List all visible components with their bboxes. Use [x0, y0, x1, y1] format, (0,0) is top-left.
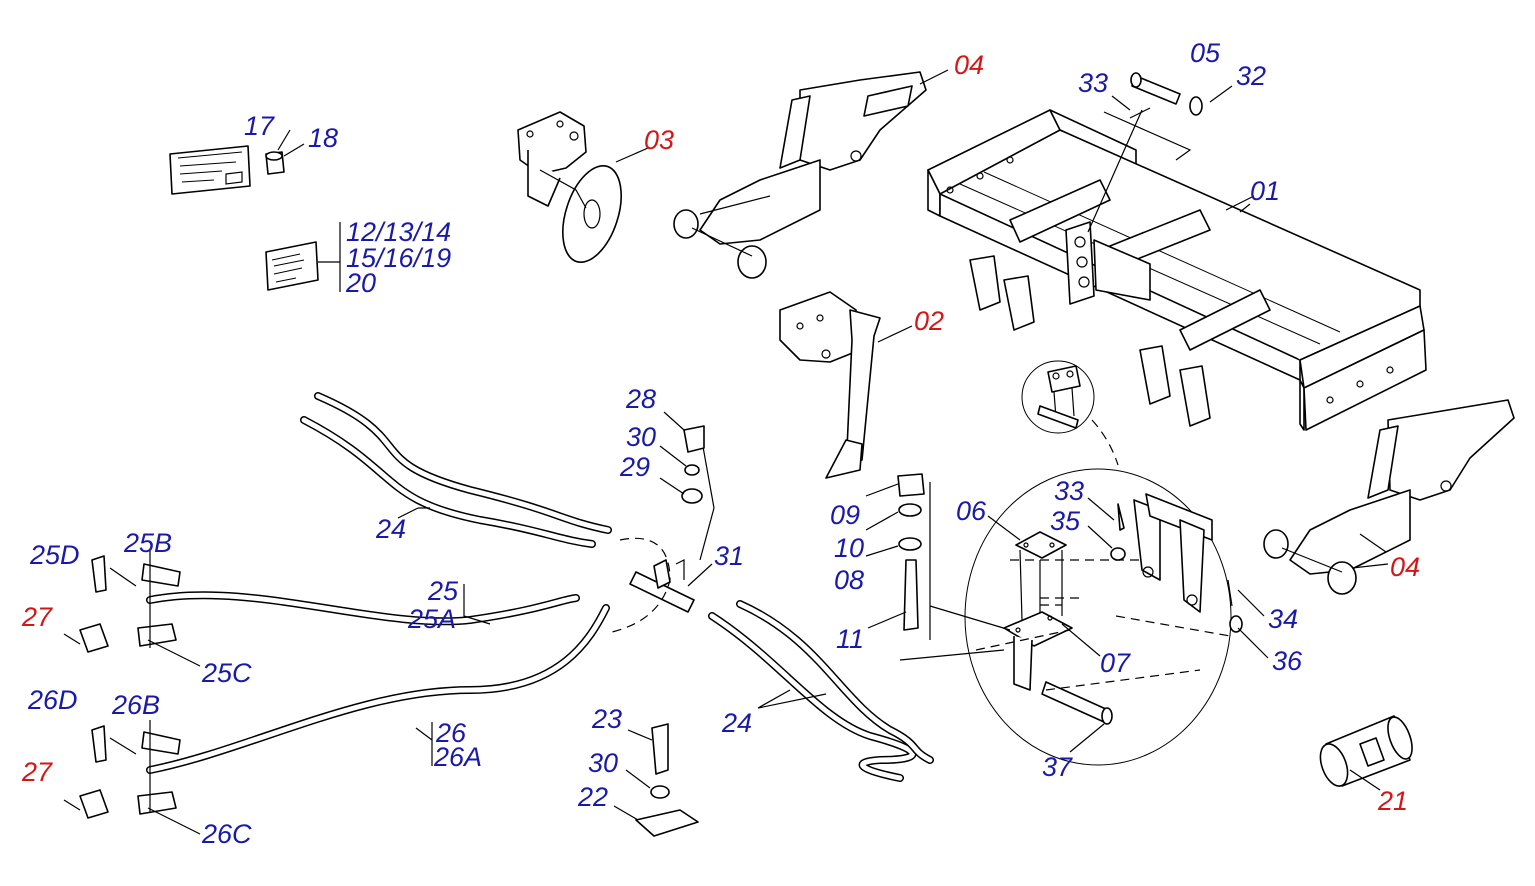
label-25B: 25B: [123, 528, 172, 558]
label-29: 29: [619, 452, 650, 482]
label-25D: 25D: [29, 540, 80, 570]
label-07: 07: [1100, 648, 1131, 678]
label-25A: 25A: [407, 604, 456, 634]
label-33-top: 33: [1078, 68, 1108, 98]
label-12-13-14: 12/13/14: [346, 217, 451, 247]
label-36: 36: [1272, 646, 1303, 676]
label-28: 28: [625, 384, 656, 414]
label-27-upper: 27: [21, 602, 53, 632]
label-30-lower: 30: [588, 748, 618, 778]
shank-arm-icon: [673, 69, 949, 279]
label-35: 35: [1050, 506, 1081, 536]
label-31: 31: [714, 541, 744, 571]
coupler-icon: [611, 429, 715, 633]
label-06: 06: [956, 496, 987, 526]
hose-icon: [146, 392, 934, 782]
disc-coulter-icon: [517, 111, 649, 264]
label-24-lower: 24: [721, 708, 752, 738]
frame-icon: [927, 109, 1427, 431]
shank-arm-icon: [1263, 399, 1515, 595]
label-33-detail: 33: [1054, 476, 1084, 506]
label-32: 32: [1236, 61, 1266, 91]
label-04-top: 04: [954, 50, 984, 80]
nut-icon: [865, 473, 1011, 661]
leader-lines: [277, 85, 1389, 753]
sticker-icon: [265, 222, 341, 292]
label-34: 34: [1268, 604, 1298, 634]
clamp-icon: [613, 723, 699, 837]
label-09: 09: [830, 500, 860, 530]
nameplate-icon: [169, 145, 285, 195]
coupler-icon: [63, 550, 201, 835]
label-23: 23: [591, 704, 622, 734]
label-37: 37: [1042, 752, 1073, 782]
label-24-upper: 24: [375, 514, 406, 544]
label-04-right: 04: [1390, 552, 1420, 582]
label-26B: 26B: [111, 690, 160, 720]
label-11: 11: [836, 624, 864, 654]
label-21: 21: [1377, 786, 1408, 816]
label-25: 25: [427, 576, 459, 606]
label-15-16-19: 15/16/19: [346, 243, 451, 273]
label-30-upper: 30: [626, 422, 656, 452]
bracket-icon: [1003, 531, 1080, 691]
label-17: 17: [244, 111, 275, 141]
tine-icon: [779, 291, 913, 479]
clevis-icon: [1110, 493, 1243, 633]
label-25C: 25C: [201, 658, 252, 688]
label-26D: 26D: [27, 685, 78, 715]
label-18: 18: [308, 123, 338, 153]
label-05: 05: [1190, 38, 1221, 68]
label-02: 02: [914, 306, 944, 336]
label-27-lower: 27: [21, 757, 53, 787]
label-10: 10: [834, 533, 864, 563]
label-03: 03: [644, 125, 674, 155]
label-08: 08: [834, 565, 864, 595]
label-01: 01: [1250, 176, 1280, 206]
pin-icon: [1087, 72, 1203, 233]
label-26A: 26A: [433, 742, 482, 772]
detail-circle-icon: [964, 360, 1232, 766]
label-26C: 26C: [201, 819, 252, 849]
label-22: 22: [577, 782, 608, 812]
bolt-icon: [659, 411, 705, 504]
label-20: 20: [345, 268, 376, 298]
hydraulic-cylinder-icon: [1319, 715, 1413, 791]
label-26: 26: [435, 718, 467, 748]
pin-icon: [975, 559, 1231, 725]
